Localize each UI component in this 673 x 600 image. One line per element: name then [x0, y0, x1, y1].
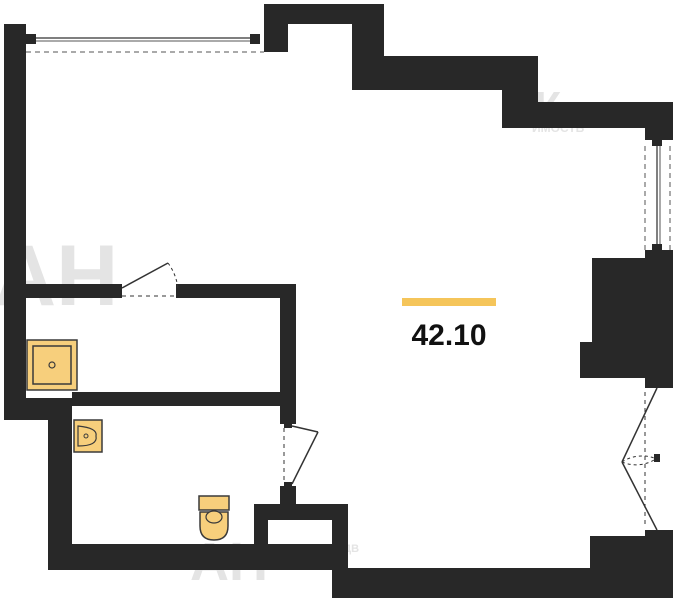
wall-segment: [645, 102, 673, 140]
door-bathroom-top: [116, 262, 182, 298]
door-entrance: [621, 380, 673, 538]
wall-segment: [26, 284, 120, 298]
wall-notch: [254, 504, 348, 568]
wall-segment: [502, 102, 673, 128]
area-label: 42.10: [411, 319, 486, 352]
wall-segment: [280, 284, 296, 424]
wall-segment: [332, 568, 673, 598]
area-accent-bar: [402, 298, 496, 306]
wall-column: [580, 258, 650, 378]
door-bathroom-side: [280, 422, 319, 488]
toilet-icon: [198, 495, 230, 541]
shower-tray-icon: [26, 339, 78, 391]
wall-segment: [280, 486, 296, 506]
sink-icon: [73, 419, 103, 453]
fixtures: [26, 339, 230, 541]
wall-segment: [4, 24, 26, 420]
wall-segment: [48, 398, 72, 570]
walls: [4, 4, 673, 598]
window-top: [26, 24, 264, 53]
window-right: [644, 136, 673, 254]
wall-segment: [180, 284, 296, 298]
windows: [26, 24, 673, 254]
wall-segment: [72, 392, 296, 406]
wall-segment: [48, 544, 332, 570]
doors: [116, 262, 673, 538]
wall-segment: [264, 4, 288, 52]
